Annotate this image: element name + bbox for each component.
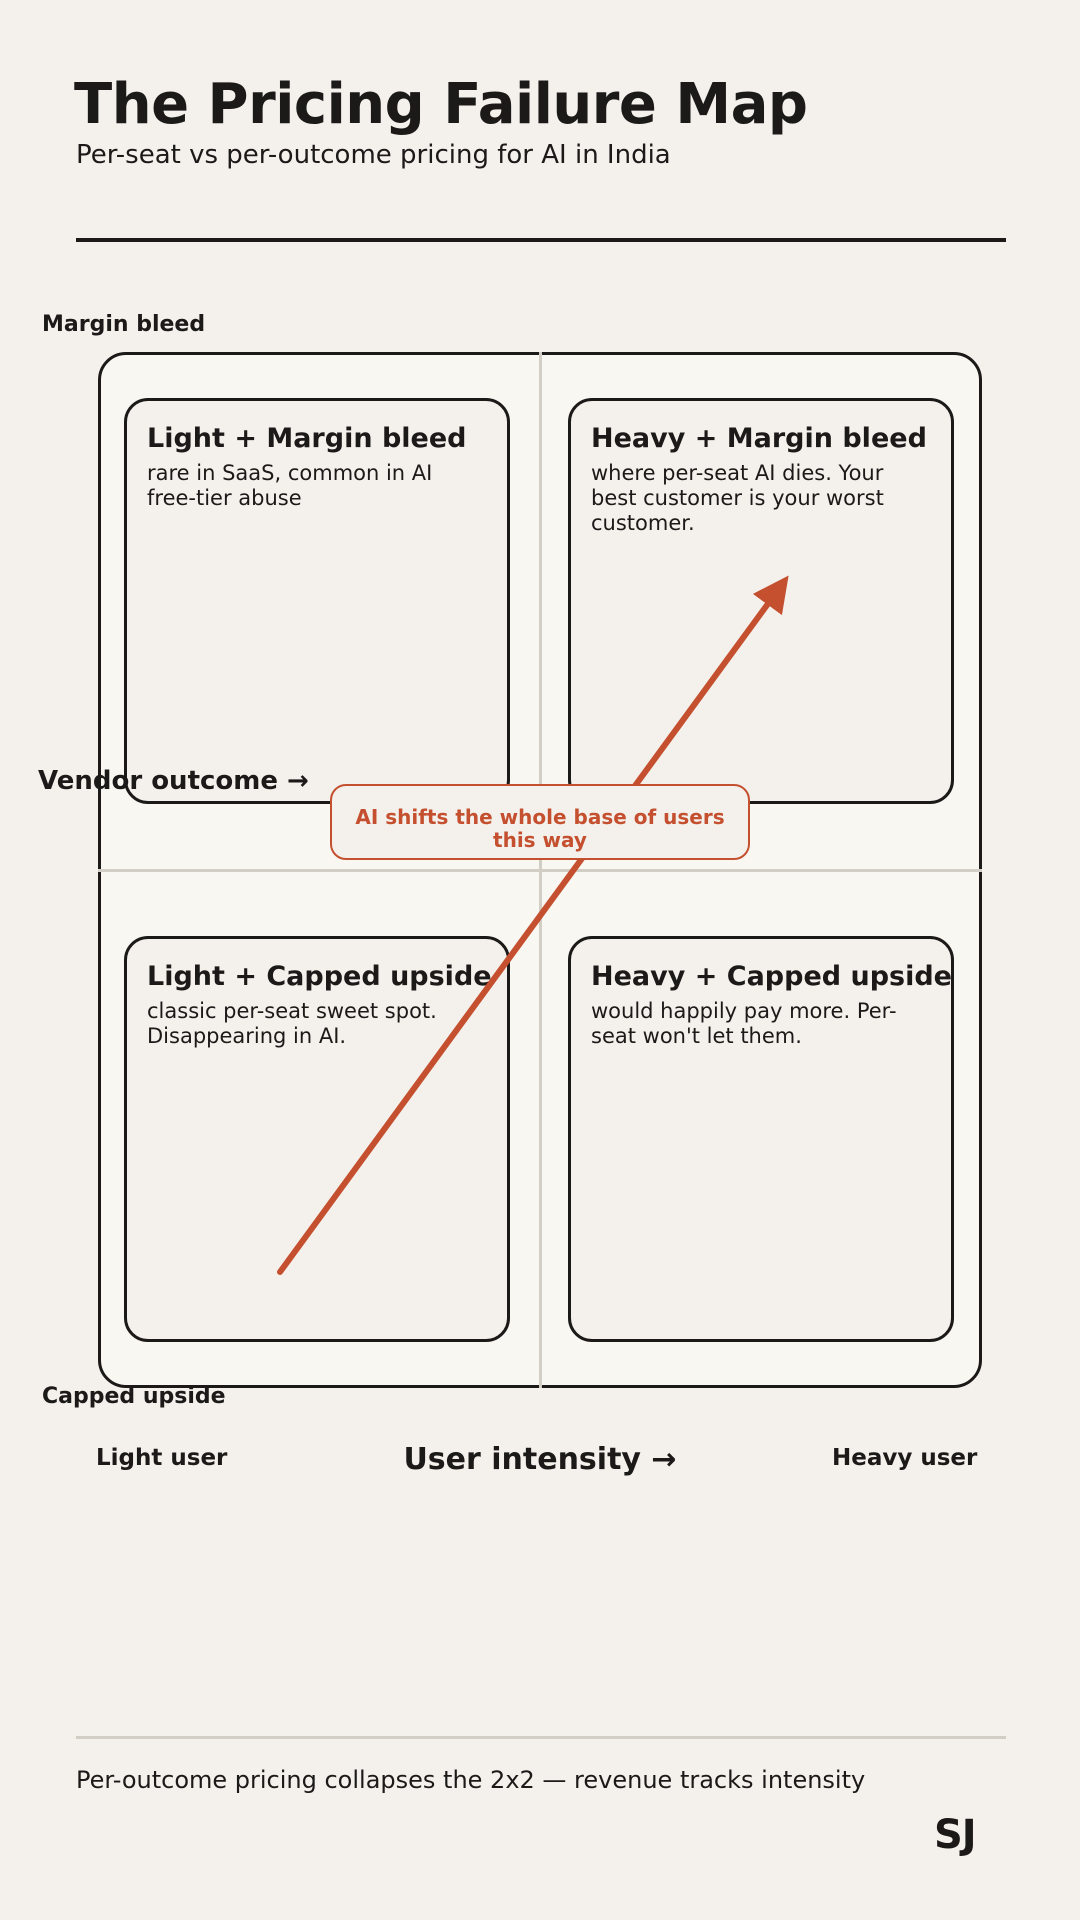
x-axis-right-label: Heavy user: [832, 1445, 978, 1471]
footer-text: Per-outcome pricing collapses the 2x2 — …: [76, 1766, 866, 1794]
quadrant-title: Heavy + Capped upside: [591, 961, 952, 992]
shift-arrow-line: [277, 575, 789, 1275]
quadrant-light-margin-bleed: Light + Margin bleed rare in SaaS, commo…: [124, 398, 510, 804]
x-axis-title: User intensity →: [403, 1442, 677, 1477]
page-title: The Pricing Failure Map: [74, 72, 808, 137]
horizontal-divider: [98, 869, 982, 872]
quadrant-heavy-capped-upside: Heavy + Capped upside would happily pay …: [568, 936, 954, 1342]
page-subtitle: Per-seat vs per-outcome pricing for AI i…: [76, 140, 671, 170]
y-axis-title: Vendor outcome →: [38, 766, 309, 796]
x-axis-left-label: Light user: [96, 1445, 228, 1471]
y-axis-top-label: Margin bleed: [42, 312, 206, 337]
footer-divider: [76, 1736, 1006, 1739]
quadrant-description: would happily pay more. Per-seat won't l…: [591, 999, 897, 1049]
quadrant-light-capped-upside: Light + Capped upside classic per-seat s…: [124, 936, 510, 1342]
shift-callout: AI shifts the whole base of users this w…: [330, 784, 750, 860]
y-axis-bottom-label: Capped upside: [42, 1384, 226, 1409]
author-mark: SJ: [934, 1812, 977, 1858]
quadrant-description: classic per-seat sweet spot. Disappearin…: [147, 999, 437, 1049]
header-divider: [76, 238, 1006, 242]
quadrant-description: where per-seat AI dies. Your best custom…: [591, 461, 884, 535]
quadrant-title: Light + Capped upside: [147, 961, 492, 992]
quadrant-title: Heavy + Margin bleed: [591, 423, 927, 454]
quadrant-description: rare in SaaS, common in AI free-tier abu…: [147, 461, 433, 511]
quadrant-title: Light + Margin bleed: [147, 423, 467, 454]
